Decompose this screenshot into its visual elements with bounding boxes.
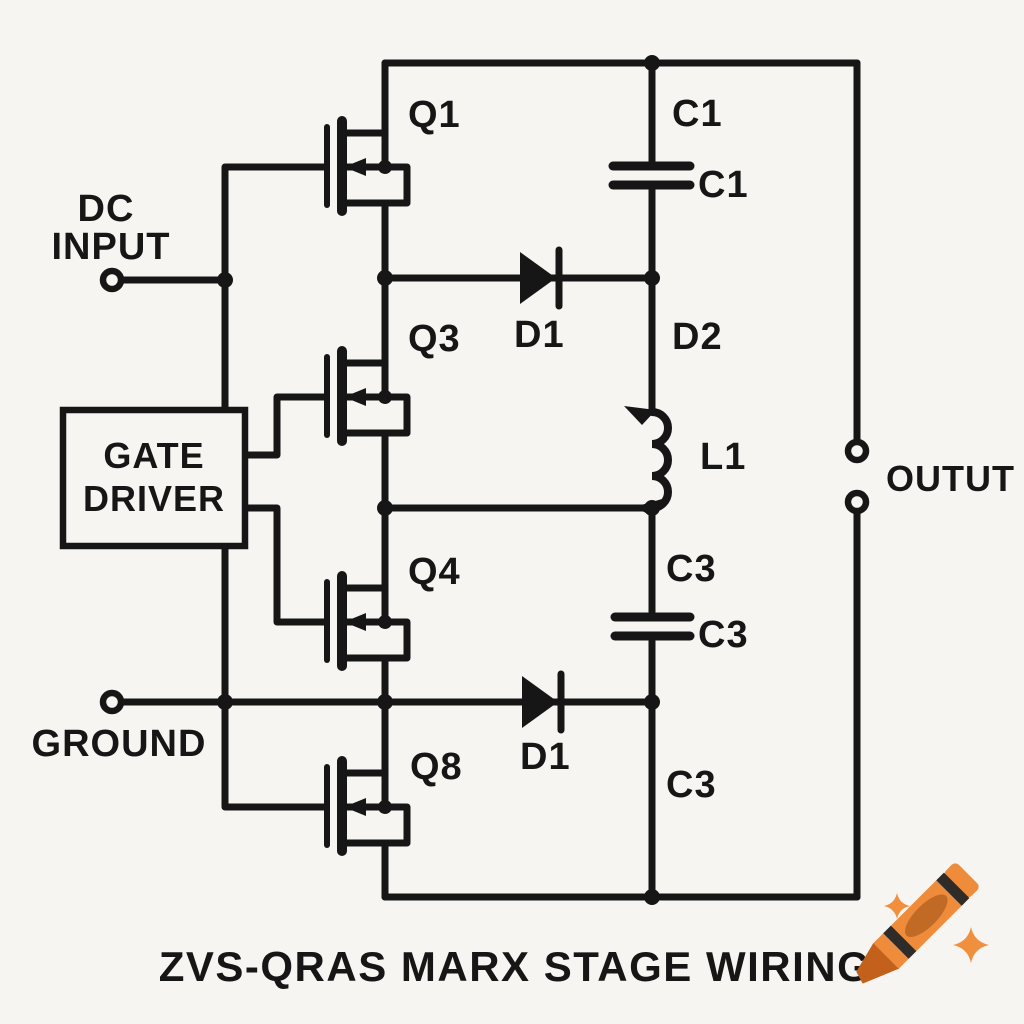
label-q1: Q1	[408, 94, 461, 136]
sparkle-icon-large	[953, 927, 989, 963]
inductor-l1	[624, 406, 672, 517]
mosfet-q3	[324, 346, 411, 446]
ground-terminal	[99, 689, 125, 715]
q4-source-bracket	[341, 618, 411, 662]
capacitor-c3	[610, 612, 695, 641]
junction-dot	[644, 270, 660, 286]
junction-dot	[644, 694, 660, 710]
crayon-stripe-bottom	[883, 925, 917, 959]
crayon-end-cap	[944, 863, 979, 898]
gate-driver-label-line1: GATE	[103, 435, 204, 476]
label-d1-bottom: D1	[520, 736, 571, 778]
q3-source-arrow-icon	[344, 388, 366, 406]
l1-coil	[648, 408, 672, 512]
d1-bottom-triangle	[522, 676, 558, 728]
label-ground: GROUND	[32, 723, 207, 765]
junction-dot	[217, 272, 233, 288]
sparkle-icon-small	[884, 893, 910, 919]
capacitor-c1	[608, 161, 695, 190]
junction-dot	[644, 500, 660, 516]
crayon-neck	[872, 933, 909, 970]
crayon-label-oval	[905, 894, 948, 937]
diode-d1-bottom	[522, 670, 565, 734]
label-c3-side: C3	[698, 614, 749, 656]
crayon-tip	[856, 943, 899, 984]
gate-driver-box	[59, 406, 249, 550]
l1-top-flick	[624, 406, 656, 425]
junction-dot	[377, 694, 393, 710]
label-d2: D2	[672, 316, 723, 358]
dc-input-terminal	[99, 267, 125, 293]
label-dc-input-line1: DC	[78, 188, 135, 230]
label-c3-top: C3	[666, 548, 717, 590]
label-q8: Q8	[410, 746, 463, 788]
junction-dot	[378, 800, 392, 814]
junction-dot	[217, 694, 233, 710]
junction-dot	[378, 390, 392, 404]
q1-source-bracket	[341, 163, 411, 207]
output-terminal-lower	[844, 489, 870, 515]
junction-dot	[644, 55, 660, 71]
junction-dots	[217, 55, 660, 905]
label-l1: L1	[700, 436, 746, 478]
label-c1-top: C1	[672, 93, 723, 135]
diagram-title: ZVS-QRAS MARX STAGE WIRING	[159, 943, 872, 990]
label-output: OUTUT	[886, 458, 1015, 499]
mosfet-q4	[324, 571, 411, 671]
label-dc-input-line2: INPUT	[52, 226, 171, 268]
label-d1-top: D1	[514, 314, 565, 356]
crayon-stripe-top	[936, 872, 970, 906]
labels: DC INPUT GROUND OUTUT Q1 Q3 Q4 Q8 C1 C1 …	[32, 93, 1015, 990]
q3-source-bracket	[341, 393, 411, 437]
junction-dot	[378, 615, 392, 629]
gate-bus-lower-wire	[221, 542, 328, 811]
d1-top-triangle	[520, 252, 556, 304]
gate-stub-q3-wire	[241, 393, 328, 459]
label-c1-side: C1	[698, 164, 749, 206]
label-q3: Q3	[408, 318, 461, 360]
q1-source-arrow-icon	[344, 158, 366, 176]
gate-bus-upper-wire	[221, 163, 328, 414]
q8-source-arrow-icon	[344, 798, 366, 816]
junction-dot	[378, 160, 392, 174]
output-terminal-upper	[844, 438, 870, 464]
diode-d1-top	[520, 246, 563, 310]
gate-driver-block: GATE DRIVER	[59, 406, 249, 550]
label-c3-bottom: C3	[666, 764, 717, 806]
gate-stub-q4-wire	[241, 504, 328, 626]
label-q4: Q4	[408, 551, 461, 593]
crayon-icon	[856, 863, 989, 984]
mosfet-q8	[324, 756, 411, 856]
junction-dot	[377, 500, 393, 516]
junction-dot	[377, 270, 393, 286]
mosfet-q1	[324, 116, 411, 216]
q8-source-bracket	[341, 803, 411, 847]
q4-source-arrow-icon	[344, 613, 366, 631]
gate-driver-label-line2: DRIVER	[83, 478, 225, 519]
junction-dot	[644, 889, 660, 905]
